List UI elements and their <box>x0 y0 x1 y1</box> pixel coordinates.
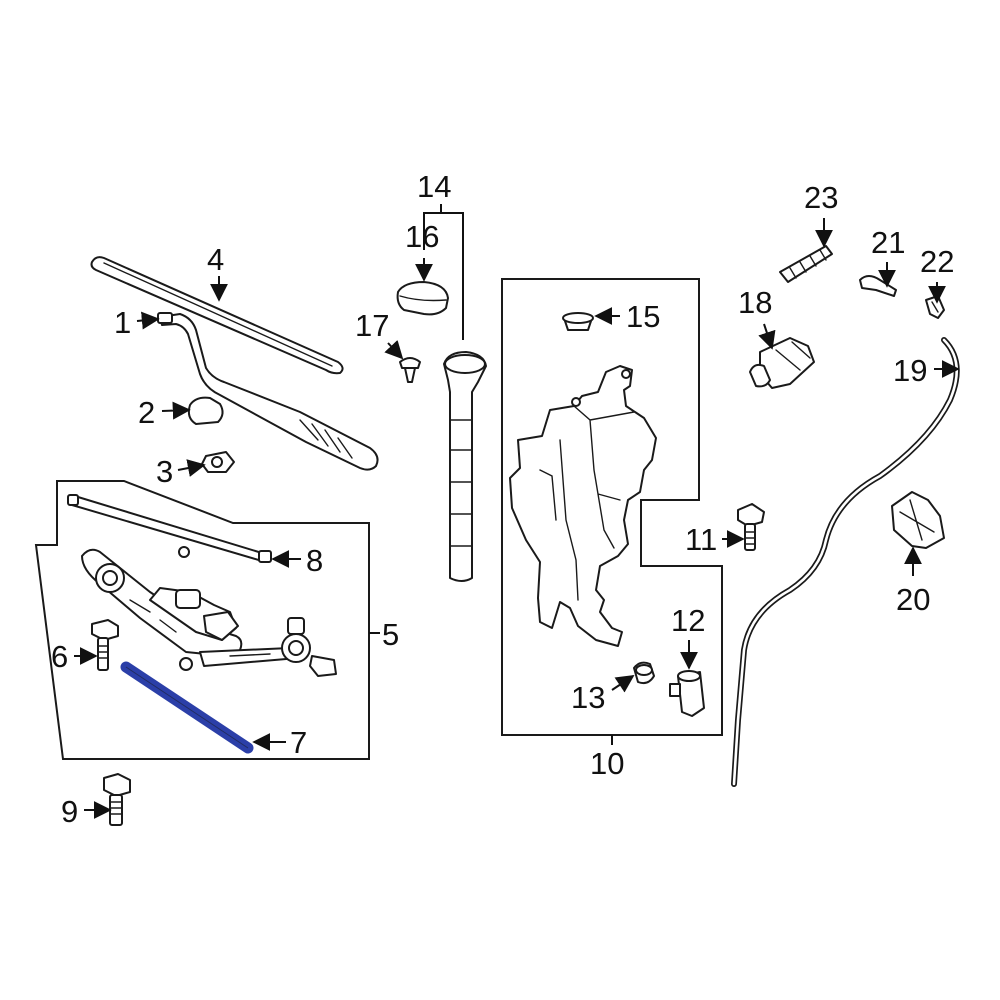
callout-10[interactable]: 10 <box>590 746 624 781</box>
washer-module[interactable] <box>891 491 945 549</box>
filler-cap[interactable] <box>396 281 449 316</box>
callout-8[interactable]: 8 <box>306 543 323 578</box>
retainer-clip[interactable] <box>399 357 421 383</box>
callout-13[interactable]: 13 <box>571 680 605 715</box>
callout-2[interactable]: 2 <box>138 395 155 430</box>
callout-16[interactable]: 16 <box>405 219 439 254</box>
callout-5[interactable]: 5 <box>382 617 399 652</box>
group-box-wiper-linkage <box>34 480 370 760</box>
callout-20[interactable]: 20 <box>896 582 930 617</box>
callout-17[interactable]: 17 <box>355 308 389 343</box>
reservoir-bolt[interactable] <box>737 503 765 551</box>
linkage-drive-rod-highlighted[interactable] <box>120 661 254 754</box>
mounting-bolt[interactable] <box>103 773 131 826</box>
wiper-arm[interactable] <box>157 312 379 471</box>
group-box-washer-reservoir <box>501 278 723 736</box>
callout-12[interactable]: 12 <box>671 603 705 638</box>
callout-22[interactable]: 22 <box>920 244 954 279</box>
wiper-motor-linkage[interactable] <box>81 546 337 677</box>
leader-lines <box>74 218 960 819</box>
washer-hose[interactable] <box>731 337 960 787</box>
callout-3[interactable]: 3 <box>156 454 173 489</box>
callout-7[interactable]: 7 <box>290 725 307 760</box>
wiper-blade[interactable] <box>90 256 344 375</box>
reservoir-grommet[interactable] <box>562 312 594 331</box>
callout-1[interactable]: 1 <box>114 305 131 340</box>
callout-11[interactable]: 11 <box>685 522 717 557</box>
washer-nozzle[interactable] <box>779 245 833 283</box>
check-valve[interactable] <box>749 337 815 389</box>
callout-9[interactable]: 9 <box>61 794 78 829</box>
linkage-bolt[interactable] <box>91 619 119 671</box>
filler-neck[interactable] <box>443 351 487 582</box>
linkage-connecting-rod[interactable] <box>67 494 272 563</box>
pump-grommet[interactable] <box>633 661 655 685</box>
hose-connector[interactable] <box>925 295 945 319</box>
callout-4[interactable]: 4 <box>207 242 224 277</box>
callout-15[interactable]: 15 <box>626 299 660 334</box>
callout-21[interactable]: 21 <box>871 225 905 260</box>
callout-6[interactable]: 6 <box>51 639 68 674</box>
callout-19[interactable]: 19 <box>893 353 927 388</box>
washer-pump[interactable] <box>669 670 705 717</box>
callout-14[interactable]: 14 <box>417 169 451 204</box>
callout-18[interactable]: 18 <box>738 285 772 320</box>
bracket-14 <box>423 212 464 340</box>
callout-23[interactable]: 23 <box>804 180 838 215</box>
hose-clip[interactable] <box>859 275 897 297</box>
wiper-arm-cap[interactable] <box>187 396 224 425</box>
washer-reservoir[interactable] <box>509 365 657 647</box>
wiper-arm-nut[interactable] <box>201 451 235 473</box>
callout-labels: 1 2 3 4 5 6 7 8 9 10 11 12 13 14 15 16 1… <box>51 169 954 829</box>
